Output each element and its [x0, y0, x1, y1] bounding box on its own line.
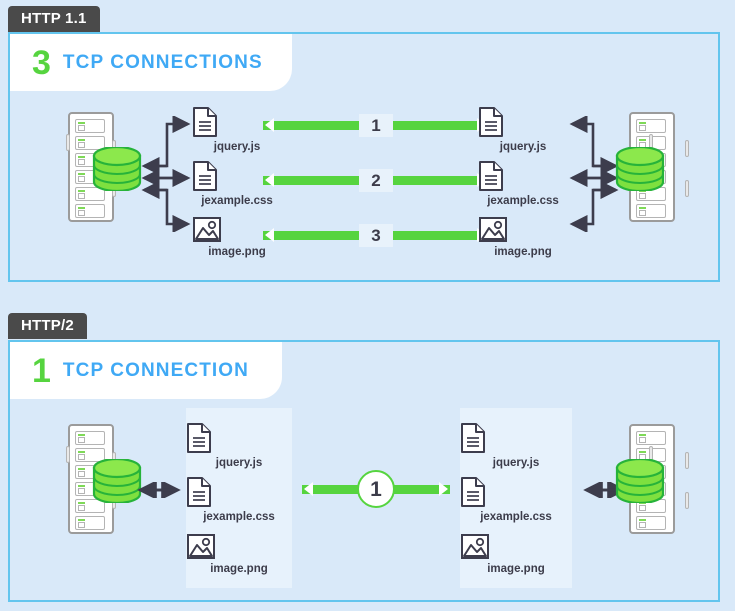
file-label: jquery.js [492, 457, 540, 469]
file-label: jexample.css [203, 511, 275, 523]
origin-server-http11 [607, 112, 695, 224]
client-file-group-http2: jquery.js jexample.css [186, 408, 292, 588]
file-label: jexample.css [480, 511, 552, 523]
arrow-icon [439, 482, 448, 496]
connection-number: 3 [359, 224, 393, 247]
arrow-icon [265, 173, 274, 187]
panel-http2: 1 TCP CONNECTION [8, 340, 720, 602]
database-icon [92, 147, 142, 191]
document-icon [186, 476, 292, 508]
image-icon [186, 533, 292, 560]
server-file-css-http2: jexample.css [460, 476, 572, 523]
file-label: jquery.js [499, 141, 547, 153]
server-file-image-http11: image.png [478, 216, 568, 258]
tcp-connection-bar-3: 3 [263, 224, 488, 247]
database-icon [92, 459, 142, 503]
client-file-jquery-http2: jquery.js [186, 422, 292, 469]
document-icon [478, 106, 568, 138]
document-icon [478, 160, 568, 192]
file-label: jexample.css [487, 195, 559, 207]
file-label: jexample.css [201, 195, 273, 207]
file-label: image.png [210, 563, 268, 575]
panel-http2-title: TCP CONNECTION [62, 360, 249, 381]
document-icon [460, 476, 572, 508]
connection-number: 2 [359, 169, 393, 192]
client-file-image-http2: image.png [186, 533, 292, 575]
image-icon [460, 533, 572, 560]
image-icon [192, 216, 282, 243]
client-file-jquery-http11: jquery.js [192, 106, 282, 153]
origin-server-http2 [607, 424, 695, 536]
section-tab-label: HTTP 1.1 [21, 10, 87, 27]
section-tab-label: HTTP/2 [21, 317, 74, 334]
panel-http11: 3 TCP CONNECTIONS [8, 32, 720, 282]
panel-http11-title: TCP CONNECTIONS [62, 52, 263, 73]
panel-http2-header: 1 TCP CONNECTION [10, 342, 282, 399]
server-file-jquery-http11: jquery.js [478, 106, 568, 153]
file-label: image.png [487, 563, 545, 575]
arrow-icon [304, 482, 313, 496]
database-icon [615, 147, 665, 191]
panel-http11-header: 3 TCP CONNECTIONS [10, 34, 292, 91]
client-bidirectional-arrow-http2 [130, 482, 188, 498]
file-label: jquery.js [215, 457, 263, 469]
document-icon [460, 422, 572, 454]
connection-number: 1 [359, 114, 393, 137]
document-icon [192, 160, 282, 192]
tcp-connection-bar-1: 1 [263, 114, 488, 137]
arrow-icon [265, 118, 274, 132]
server-file-css-http11: jexample.css [478, 160, 568, 207]
server-file-jquery-http2: jquery.js [460, 422, 572, 469]
server-rack-icon [66, 112, 116, 222]
server-connector-arrows-http11 [558, 116, 638, 232]
file-label: image.png [208, 246, 266, 258]
client-server-http2 [58, 424, 146, 536]
client-server-http11 [58, 112, 146, 224]
server-file-image-http2: image.png [460, 533, 572, 575]
document-icon [192, 106, 282, 138]
document-icon [186, 422, 292, 454]
image-icon [478, 216, 568, 243]
database-icon [615, 459, 665, 503]
server-file-group-http2: jquery.js jexample.css [460, 408, 572, 588]
client-file-css-http2: jexample.css [186, 476, 292, 523]
section-tab-http2: HTTP/2 [8, 313, 87, 339]
arrow-icon [265, 228, 274, 242]
connection-count-http11: 3 [32, 43, 51, 82]
connection-count-http2: 1 [32, 351, 51, 390]
client-connector-arrows-http11 [122, 116, 202, 232]
file-label: image.png [494, 246, 552, 258]
file-label: jquery.js [213, 141, 261, 153]
section-tab-http11: HTTP 1.1 [8, 6, 100, 32]
connection-number-badge-http2: 1 [357, 470, 395, 508]
client-file-css-http11: jexample.css [192, 160, 282, 207]
client-file-image-http11: image.png [192, 216, 282, 258]
tcp-connection-bar-2: 2 [263, 169, 488, 192]
